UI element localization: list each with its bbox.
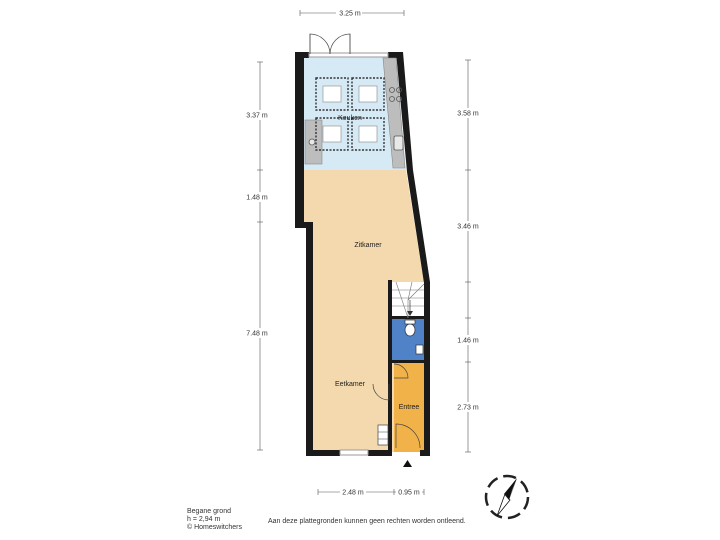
dim-top-width: 3.25 m xyxy=(339,11,361,18)
toilet-icon xyxy=(404,319,416,337)
hob-icon xyxy=(389,87,402,102)
entrance-arrow-icon xyxy=(403,460,412,467)
meter-cabinet xyxy=(377,424,389,446)
stairs-arrow-icon xyxy=(407,300,413,316)
dimension-label-backing xyxy=(246,8,482,497)
disclaimer: Aan deze plattegronden kunnen geen recht… xyxy=(268,518,466,525)
room-label-entree: Entree xyxy=(399,404,420,411)
dim-right-living: 3.46 m xyxy=(457,224,479,231)
room-label-eetkamer: Eetkamer xyxy=(335,381,366,388)
entree-floor xyxy=(394,362,424,452)
windows xyxy=(308,52,389,456)
dining-table xyxy=(315,77,385,151)
dim-left-mid: 1.48 m xyxy=(246,195,268,202)
washbasin-icon xyxy=(415,344,424,355)
garden-door xyxy=(309,33,351,55)
sink-icon xyxy=(308,135,404,151)
dim-left-kitchen: 3.37 m xyxy=(246,113,268,120)
outer-walls xyxy=(295,52,430,456)
doors xyxy=(372,363,421,449)
floor-legend: Begane grond h = 2,94 m © Homeswitchers xyxy=(187,508,242,532)
dim-right-kitchen: 3.58 m xyxy=(457,111,479,118)
copyright: © Homeswitchers xyxy=(187,524,242,531)
living-floor xyxy=(300,170,424,452)
compass-icon xyxy=(484,474,530,520)
dim-right-entree: 2.73 m xyxy=(457,405,479,412)
room-label-zitkamer: Zitkamer xyxy=(354,242,382,249)
dim-bottom-left: 2.48 m xyxy=(342,490,364,497)
floor-name: Begane grond xyxy=(187,508,231,515)
room-label-keuken: Keuken xyxy=(338,115,362,122)
floor-height: h = 2,94 m xyxy=(187,516,221,523)
dim-left-bottom: 7.48 m xyxy=(246,331,268,338)
dim-bottom-right: 0.95 m xyxy=(398,490,420,497)
dim-right-toilet: 1.46 m xyxy=(457,338,479,345)
stairs xyxy=(392,281,425,319)
